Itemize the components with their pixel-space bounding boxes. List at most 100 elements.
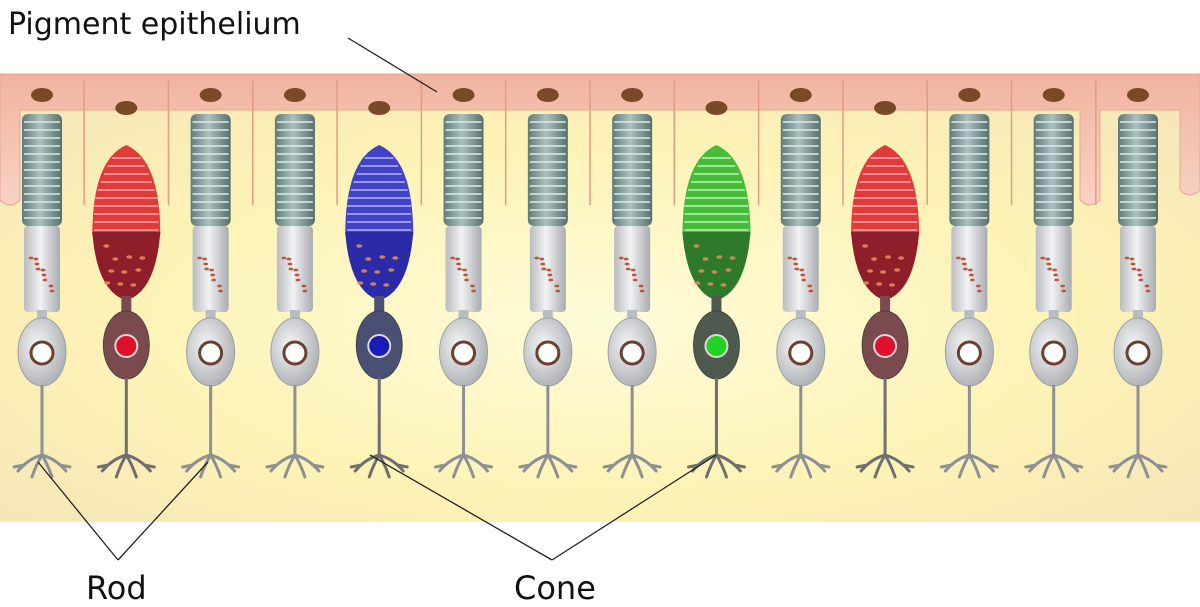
mitochondrion [281, 256, 287, 260]
synaptic-terminal [434, 423, 494, 479]
rod-leader-line-left [37, 461, 119, 561]
mitochondrion [103, 244, 110, 248]
mitochondrion [370, 282, 377, 286]
mitochondrion [799, 268, 805, 272]
mitochondrion [894, 268, 901, 272]
cone-leader-line-left [369, 454, 553, 561]
rod-nucleus [956, 340, 982, 366]
pigment-granule [874, 101, 897, 115]
cone-neck [711, 296, 722, 312]
cone-leader-line-right [551, 454, 717, 561]
mitochondrion [898, 256, 905, 260]
rod-neck [542, 310, 553, 324]
photoreceptor-cells [12, 114, 1168, 479]
mitochondrion [139, 256, 146, 260]
mitochondrion [217, 284, 223, 288]
rod-leader-line-right [117, 461, 209, 561]
rod-cell [518, 114, 578, 479]
mitochondrion [1124, 256, 1130, 260]
mitochondrion [1054, 278, 1060, 282]
mitochondrion [41, 273, 47, 277]
rod-nucleus [451, 340, 477, 366]
mitochondrion [862, 244, 869, 248]
mitochondrion [693, 244, 700, 248]
mitochondrion [1046, 262, 1052, 266]
mitochondrion [1045, 257, 1051, 261]
synaptic-terminal [855, 423, 915, 479]
mitochondrion [960, 257, 966, 261]
rod-nucleus [619, 340, 645, 366]
mitochondrion [623, 257, 629, 261]
mitochondrion [286, 257, 292, 261]
pigment-granule [31, 88, 53, 102]
synaptic-terminal [939, 423, 999, 479]
mitochondrion [638, 284, 644, 288]
mitochondrion [975, 284, 981, 288]
mitochondrion [302, 289, 308, 293]
rod-nucleus [1125, 340, 1151, 366]
cone-inner-segment [345, 232, 414, 298]
mitochondrion [548, 278, 554, 282]
cone-neck [880, 296, 891, 312]
mitochondrion [1145, 289, 1151, 293]
mitochondrion [471, 289, 476, 293]
mitochondrion [707, 282, 714, 286]
mitochondrion [48, 284, 54, 288]
cone-neck [374, 296, 385, 312]
mitochondrion [539, 257, 545, 261]
mitochondrion [541, 267, 547, 271]
pigment-epithelium-label: Pigment epithelium [8, 7, 301, 42]
mitochondrion [968, 273, 974, 277]
mitochondrion [546, 268, 552, 272]
mitochondrion [794, 267, 800, 271]
pigment-granule [283, 88, 306, 102]
pigment-granule [705, 101, 728, 115]
mitochondrion [694, 281, 701, 285]
mitochondrion [457, 267, 462, 271]
mitochondrion [801, 278, 807, 282]
mitochondrion [379, 255, 386, 259]
rod-cell [265, 114, 325, 479]
mitochondrion [42, 278, 48, 282]
retina-background [0, 74, 1200, 522]
mitochondrion [720, 283, 727, 287]
rod-nucleus [282, 340, 308, 366]
pigment-granule [452, 88, 475, 102]
cone-cell-red [92, 145, 161, 479]
rod-neck [795, 310, 806, 324]
mitochondrion [631, 273, 637, 277]
mitochondrion [1040, 256, 1046, 260]
mitochondrion [962, 267, 968, 271]
mitochondrion [1052, 268, 1058, 272]
mitochondrion [35, 267, 41, 271]
mitochondrion [117, 282, 124, 286]
rod-label: Rod [86, 569, 147, 607]
rod-neck [1048, 310, 1059, 324]
pigment-leader-line [347, 37, 438, 93]
mitochondrion [876, 282, 883, 286]
mitochondrion [287, 262, 293, 266]
mitochondrion [383, 283, 390, 287]
mitochondrion [294, 273, 300, 277]
mitochondrion [1047, 267, 1053, 271]
synaptic-terminal [771, 423, 831, 479]
mitochondrion [1137, 273, 1143, 277]
rod-cell [1108, 114, 1168, 479]
cone-inner-segment [92, 232, 161, 298]
mitochondrion [464, 278, 469, 282]
cone-neck [121, 296, 132, 312]
mitochondrion [108, 269, 115, 273]
pigment-granule [958, 88, 981, 102]
mitochondrion [867, 269, 874, 273]
mitochondrion [130, 283, 137, 287]
cone-cell-red [851, 145, 920, 479]
rod-cell [181, 114, 241, 479]
mitochondrion [1131, 267, 1137, 271]
mitochondrion [967, 268, 973, 272]
mitochondrion [1138, 278, 1144, 282]
pigment-granule [621, 88, 644, 102]
synaptic-terminal [518, 423, 578, 479]
rod-cell [771, 114, 831, 479]
synaptic-terminal [265, 423, 325, 479]
mitochondrion [961, 262, 967, 266]
